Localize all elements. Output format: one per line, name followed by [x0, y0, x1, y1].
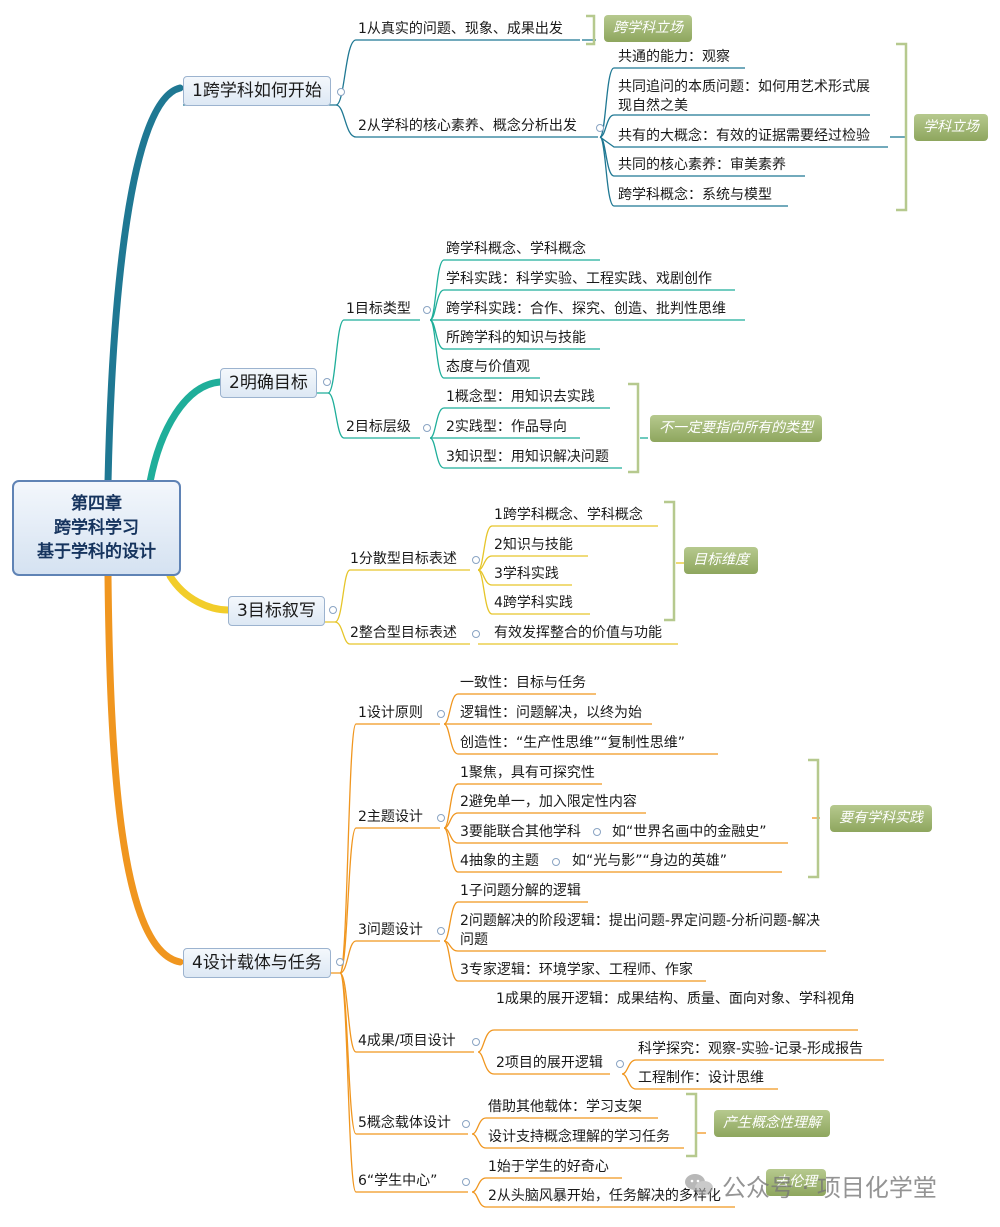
- b1-tag-interdisciplinary: 跨学科立场: [604, 15, 692, 42]
- b4-tag-practice: 要有学科实践: [830, 805, 932, 832]
- b2-c1-item-2[interactable]: 学科实践：科学实验、工程实践、戏剧创作: [446, 271, 712, 287]
- b2-c1-item-1[interactable]: 跨学科概念、学科概念: [446, 241, 586, 257]
- b4-s2-item-2[interactable]: 2避免单一，加入限定性内容: [460, 794, 637, 810]
- b3-child-1[interactable]: 1分散型目标表述: [350, 551, 457, 567]
- b2-c1-item-5[interactable]: 态度与价值观: [446, 359, 530, 375]
- b1-child-1[interactable]: 1从真实的问题、现象、成果出发: [358, 21, 563, 37]
- b4-s6-item-1[interactable]: 1始于学生的好奇心: [488, 1159, 609, 1175]
- b4-s5-item-2[interactable]: 设计支持概念理解的学习任务: [488, 1129, 670, 1145]
- root-node[interactable]: 第四章 跨学科学习 基于学科的设计: [12, 480, 181, 576]
- root-title: 第四章: [71, 494, 122, 514]
- b3-c1-item-1[interactable]: 1跨学科概念、学科概念: [494, 507, 643, 523]
- branch-node-start[interactable]: 1跨学科如何开始: [183, 76, 331, 106]
- b1-tag-discipline: 学科立场: [914, 114, 988, 141]
- b4-s6-label[interactable]: 6“学生中心”: [358, 1173, 438, 1189]
- b2-tag-not-all-types: 不一定要指向所有的类型: [650, 415, 822, 442]
- b3-c1-item-3[interactable]: 3学科实践: [494, 566, 559, 582]
- b4-s1-item-2[interactable]: 逻辑性：问题解决，以终为始: [460, 705, 642, 721]
- b4-s3-label[interactable]: 3问题设计: [358, 922, 423, 938]
- b2-c2-item-2[interactable]: 2实践型：作品导向: [446, 419, 567, 435]
- b4-tag-ethics: 去伦理: [766, 1169, 826, 1196]
- b4-s3-item-2[interactable]: 2问题解决的阶段逻辑：提出问题-界定问题-分析问题-解决问题: [460, 913, 821, 948]
- b4-s5-label[interactable]: 5概念载体设计: [358, 1115, 451, 1131]
- b2-c2-item-1[interactable]: 1概念型：用知识去实践: [446, 389, 595, 405]
- b4-s4-label[interactable]: 4成果/项目设计: [358, 1033, 456, 1049]
- b2-child-2[interactable]: 2目标层级: [346, 419, 411, 435]
- b4-s4-item-2[interactable]: 2项目的展开逻辑: [496, 1055, 603, 1071]
- b1-c2-item-3[interactable]: 共有的大概念：有效的证据需要经过检验: [618, 128, 870, 144]
- b4-s1-label[interactable]: 1设计原则: [358, 705, 423, 721]
- b3-c2-item-1[interactable]: 有效发挥整合的价值与功能: [494, 625, 662, 641]
- b4-s2-item-4[interactable]: 4抽象的主题: [460, 853, 539, 869]
- b4-s2-item-3[interactable]: 3要能联合其他学科: [460, 824, 581, 840]
- wechat-icon: [685, 1174, 713, 1195]
- watermark: 公众号 · 项目化学堂: [722, 1174, 937, 1202]
- b1-child-2[interactable]: 2从学科的核心素养、概念分析出发: [358, 118, 577, 134]
- root-subtitle: 跨学科学习: [54, 518, 139, 538]
- b1-c2-item-2[interactable]: 共同追问的本质问题：如何用艺术形式展现自然之美: [618, 79, 870, 114]
- b3-c1-item-4[interactable]: 4跨学科实践: [494, 595, 573, 611]
- b4-s6-item-2[interactable]: 2从头脑风暴开始，任务解决的多样化: [488, 1188, 721, 1204]
- branch-node-design-carriers[interactable]: 4设计载体与任务: [183, 948, 331, 978]
- b3-c1-item-2[interactable]: 2知识与技能: [494, 537, 573, 553]
- b4-s2-item-1[interactable]: 1聚焦，具有可探究性: [460, 765, 595, 781]
- b4-s4-sub-2[interactable]: 工程制作：设计思维: [638, 1070, 764, 1086]
- b2-child-1[interactable]: 1目标类型: [346, 301, 411, 317]
- b2-c2-item-3[interactable]: 3知识型：用知识解决问题: [446, 449, 609, 465]
- b1-c2-item-4[interactable]: 共同的核心素养：审美素养: [618, 157, 786, 173]
- b4-s2-item-4-example[interactable]: 如“光与影”“身边的英雄”: [572, 853, 728, 869]
- b4-s4-sub-1[interactable]: 科学探究：观察-实验-记录-形成报告: [638, 1041, 864, 1057]
- branch-node-goal-writing[interactable]: 3目标叙写: [228, 596, 325, 626]
- b1-c2-item-5[interactable]: 跨学科概念：系统与模型: [618, 187, 772, 203]
- b4-s2-label[interactable]: 2主题设计: [358, 809, 423, 825]
- b3-child-2[interactable]: 2整合型目标表述: [350, 625, 457, 641]
- b4-tag-conceptual: 产生概念性理解: [714, 1110, 830, 1137]
- b4-s5-item-1[interactable]: 借助其他载体：学习支架: [488, 1099, 642, 1115]
- b2-c1-item-3[interactable]: 跨学科实践：合作、探究、创造、批判性思维: [446, 301, 726, 317]
- b2-c1-item-4[interactable]: 所跨学科的知识与技能: [446, 330, 586, 346]
- b1-c2-item-1[interactable]: 共通的能力：观察: [618, 49, 730, 65]
- b4-s1-item-1[interactable]: 一致性：目标与任务: [460, 675, 586, 691]
- b3-tag-goal-dimensions: 目标维度: [684, 547, 758, 574]
- b4-s1-item-3[interactable]: 创造性：“生产性思维”“复制性思维”: [460, 735, 686, 751]
- b4-s4-item-1[interactable]: 1成果的展开逻辑：成果结构、质量、面向对象、学科视角: [496, 991, 855, 1007]
- b4-s3-item-1[interactable]: 1子问题分解的逻辑: [460, 883, 581, 899]
- b4-s3-item-3[interactable]: 3专家逻辑：环境学家、工程师、作家: [460, 962, 693, 978]
- root-subtitle-2: 基于学科的设计: [37, 542, 156, 562]
- b4-s2-item-3-example[interactable]: 如“世界名画中的金融史”: [612, 824, 767, 840]
- branch-node-goals[interactable]: 2明确目标: [220, 368, 317, 398]
